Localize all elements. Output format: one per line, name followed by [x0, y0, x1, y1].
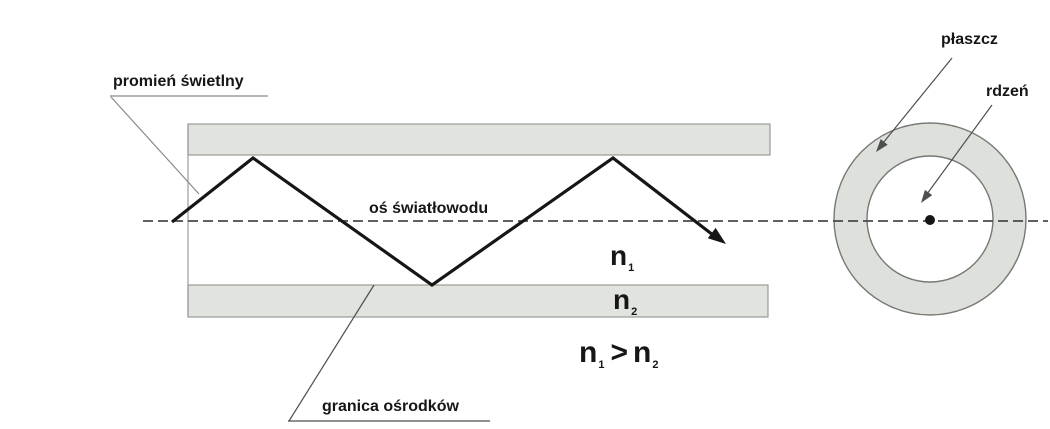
boundary-label: granica ośrodków: [322, 398, 459, 415]
core-arrow-line: [926, 104, 993, 195]
light-ray-arrowhead: [707, 227, 726, 244]
cladding-index-subscript: 2: [631, 306, 638, 319]
light-ray-polyline: [171, 156, 714, 287]
boundary-leader-line: [288, 284, 375, 422]
inequality-right-subscript: 2: [652, 359, 659, 372]
cladding-label: płaszcz: [941, 31, 998, 48]
inequality-left-base: n: [579, 336, 597, 369]
light-ray-leader-line: [110, 96, 200, 195]
fiber-axis-label: oś światłowodu: [369, 200, 489, 217]
core-label: rdzeń: [986, 83, 1029, 100]
inequality-left-subscript: 1: [598, 359, 605, 372]
cladding-top-bar: [187, 123, 771, 156]
cladding-bottom-bar: [187, 284, 769, 318]
core-index-subscript: 1: [628, 262, 635, 275]
core-center-dot: [925, 215, 935, 225]
light-ray-label: promień świetlny: [113, 73, 244, 90]
core-index-base: n: [610, 240, 627, 271]
inequality-right-base: n: [632, 336, 651, 369]
cladding-arrowhead: [876, 139, 888, 152]
inequality-operator: >: [610, 336, 628, 369]
cladding-index-base: n: [613, 284, 630, 315]
core-arrowhead: [921, 189, 933, 203]
cladding-arrow-line: [882, 57, 953, 144]
